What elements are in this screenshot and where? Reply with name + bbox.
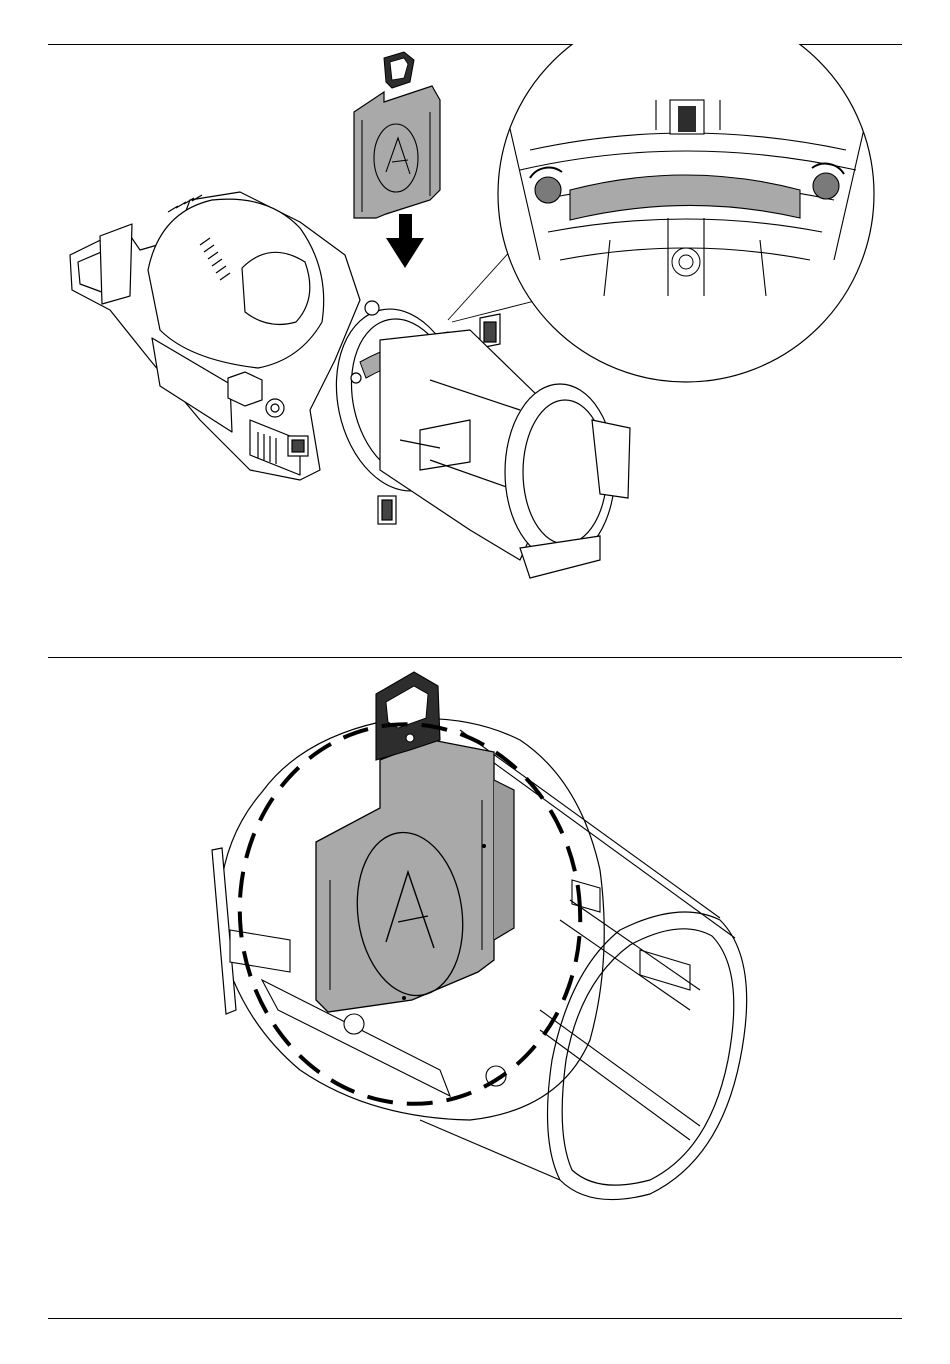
spotlight-insert-filter-illustration bbox=[0, 44, 950, 656]
filter-plate bbox=[354, 86, 440, 218]
arrow-down-icon bbox=[386, 214, 424, 268]
bottom-rule bbox=[48, 1318, 902, 1319]
detail-inset bbox=[498, 44, 878, 382]
front-lens bbox=[505, 384, 630, 578]
figure-filter-in-tube bbox=[0, 658, 950, 1318]
filter-handle bbox=[384, 52, 414, 88]
spotlight-body bbox=[70, 192, 360, 480]
figure-insert-filter bbox=[0, 44, 950, 656]
lens-tube-with-filter-illustration bbox=[0, 658, 950, 1318]
